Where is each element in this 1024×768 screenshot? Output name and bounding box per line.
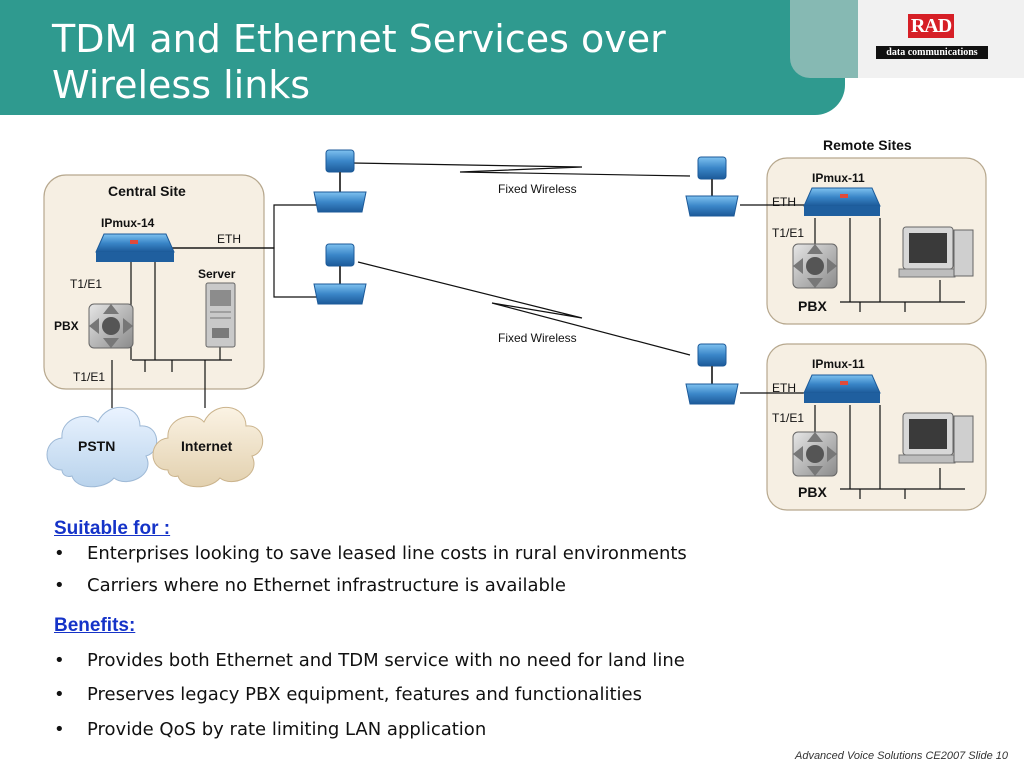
bullet-dot: • — [54, 575, 65, 596]
benefits-item-2-text: Preserves legacy PBX equipment, features… — [87, 684, 642, 705]
central-site-label: Central Site — [108, 183, 186, 199]
remote1-eth-label: ETH — [772, 195, 796, 209]
remote-links — [740, 204, 965, 499]
central-pbx-label: PBX — [54, 319, 79, 333]
remote2-eth-label: ETH — [772, 381, 796, 395]
slide-footer: Advanced Voice Solutions CE2007 Slide 10 — [794, 750, 1008, 762]
bullet-dot: • — [54, 543, 65, 564]
bullet-dot: • — [54, 684, 65, 705]
wireless-unit-central-1 — [313, 149, 367, 213]
ipmux-11-device-1 — [803, 187, 881, 216]
ipmux11-label-2: IPmux-11 — [812, 357, 865, 371]
suitable-heading: Suitable for : — [54, 518, 171, 539]
benefits-item-1-text: Provides both Ethernet and TDM service w… — [87, 650, 685, 671]
wireless-unit-remote-1 — [685, 156, 739, 217]
rad-logo-tagline: data communications — [876, 46, 988, 59]
remote2-t1e1-label: T1/E1 — [772, 411, 805, 425]
fixed-wireless-label-1: Fixed Wireless — [498, 182, 577, 196]
remote1-pbx-label: PBX — [798, 298, 827, 314]
suitable-item-2-text: Carriers where no Ethernet infrastructur… — [87, 575, 566, 596]
central-t1e1-lower-label: T1/E1 — [73, 370, 106, 384]
fixed-wireless-label-2: Fixed Wireless — [498, 331, 577, 345]
server-label: Server — [198, 267, 236, 281]
pbx-icon-remote-1 — [792, 243, 838, 289]
wireless-unit-central-2 — [313, 243, 367, 305]
pbx-icon-central — [88, 303, 134, 349]
benefits-heading: Benefits: — [54, 615, 136, 636]
pc-icon-remote-1 — [898, 226, 974, 278]
remote1-t1e1-label: T1/E1 — [772, 226, 805, 240]
server-icon — [205, 282, 236, 348]
central-eth-label: ETH — [217, 232, 241, 246]
pstn-label: PSTN — [78, 438, 116, 454]
pc-icon-remote-2 — [898, 412, 974, 464]
internet-cloud — [152, 406, 264, 488]
bullet-dot: • — [54, 719, 65, 740]
header-bar — [0, 0, 845, 115]
pstn-cloud — [46, 406, 158, 488]
ipmux-14-device — [95, 233, 175, 262]
suitable-item-1-text: Enterprises looking to save leased line … — [87, 543, 687, 564]
remote2-pbx-label: PBX — [798, 484, 827, 500]
remote-sites-label: Remote Sites — [823, 137, 912, 153]
header-tab — [790, 0, 858, 78]
bullet-dot: • — [54, 650, 65, 671]
slide-title: TDM and Ethernet Services over Wireless … — [52, 16, 752, 108]
rad-logo: RAD — [908, 14, 954, 38]
central-t1e1-upper-label: T1/E1 — [70, 277, 103, 291]
wireless-links — [351, 162, 691, 356]
wireless-unit-remote-2 — [685, 343, 739, 405]
pbx-icon-remote-2 — [792, 431, 838, 477]
ipmux14-label: IPmux-14 — [101, 216, 155, 230]
ipmux11-label-1: IPmux-11 — [812, 171, 865, 185]
ipmux-11-device-2 — [803, 374, 881, 403]
internet-label: Internet — [181, 438, 233, 454]
network-diagram — [43, 149, 987, 511]
slide-title-text: TDM and Ethernet Services over Wireless … — [52, 17, 666, 107]
central-links — [111, 204, 318, 408]
logo-panel — [858, 0, 1024, 78]
benefits-item-3-text: Provide QoS by rate limiting LAN applica… — [87, 719, 487, 740]
